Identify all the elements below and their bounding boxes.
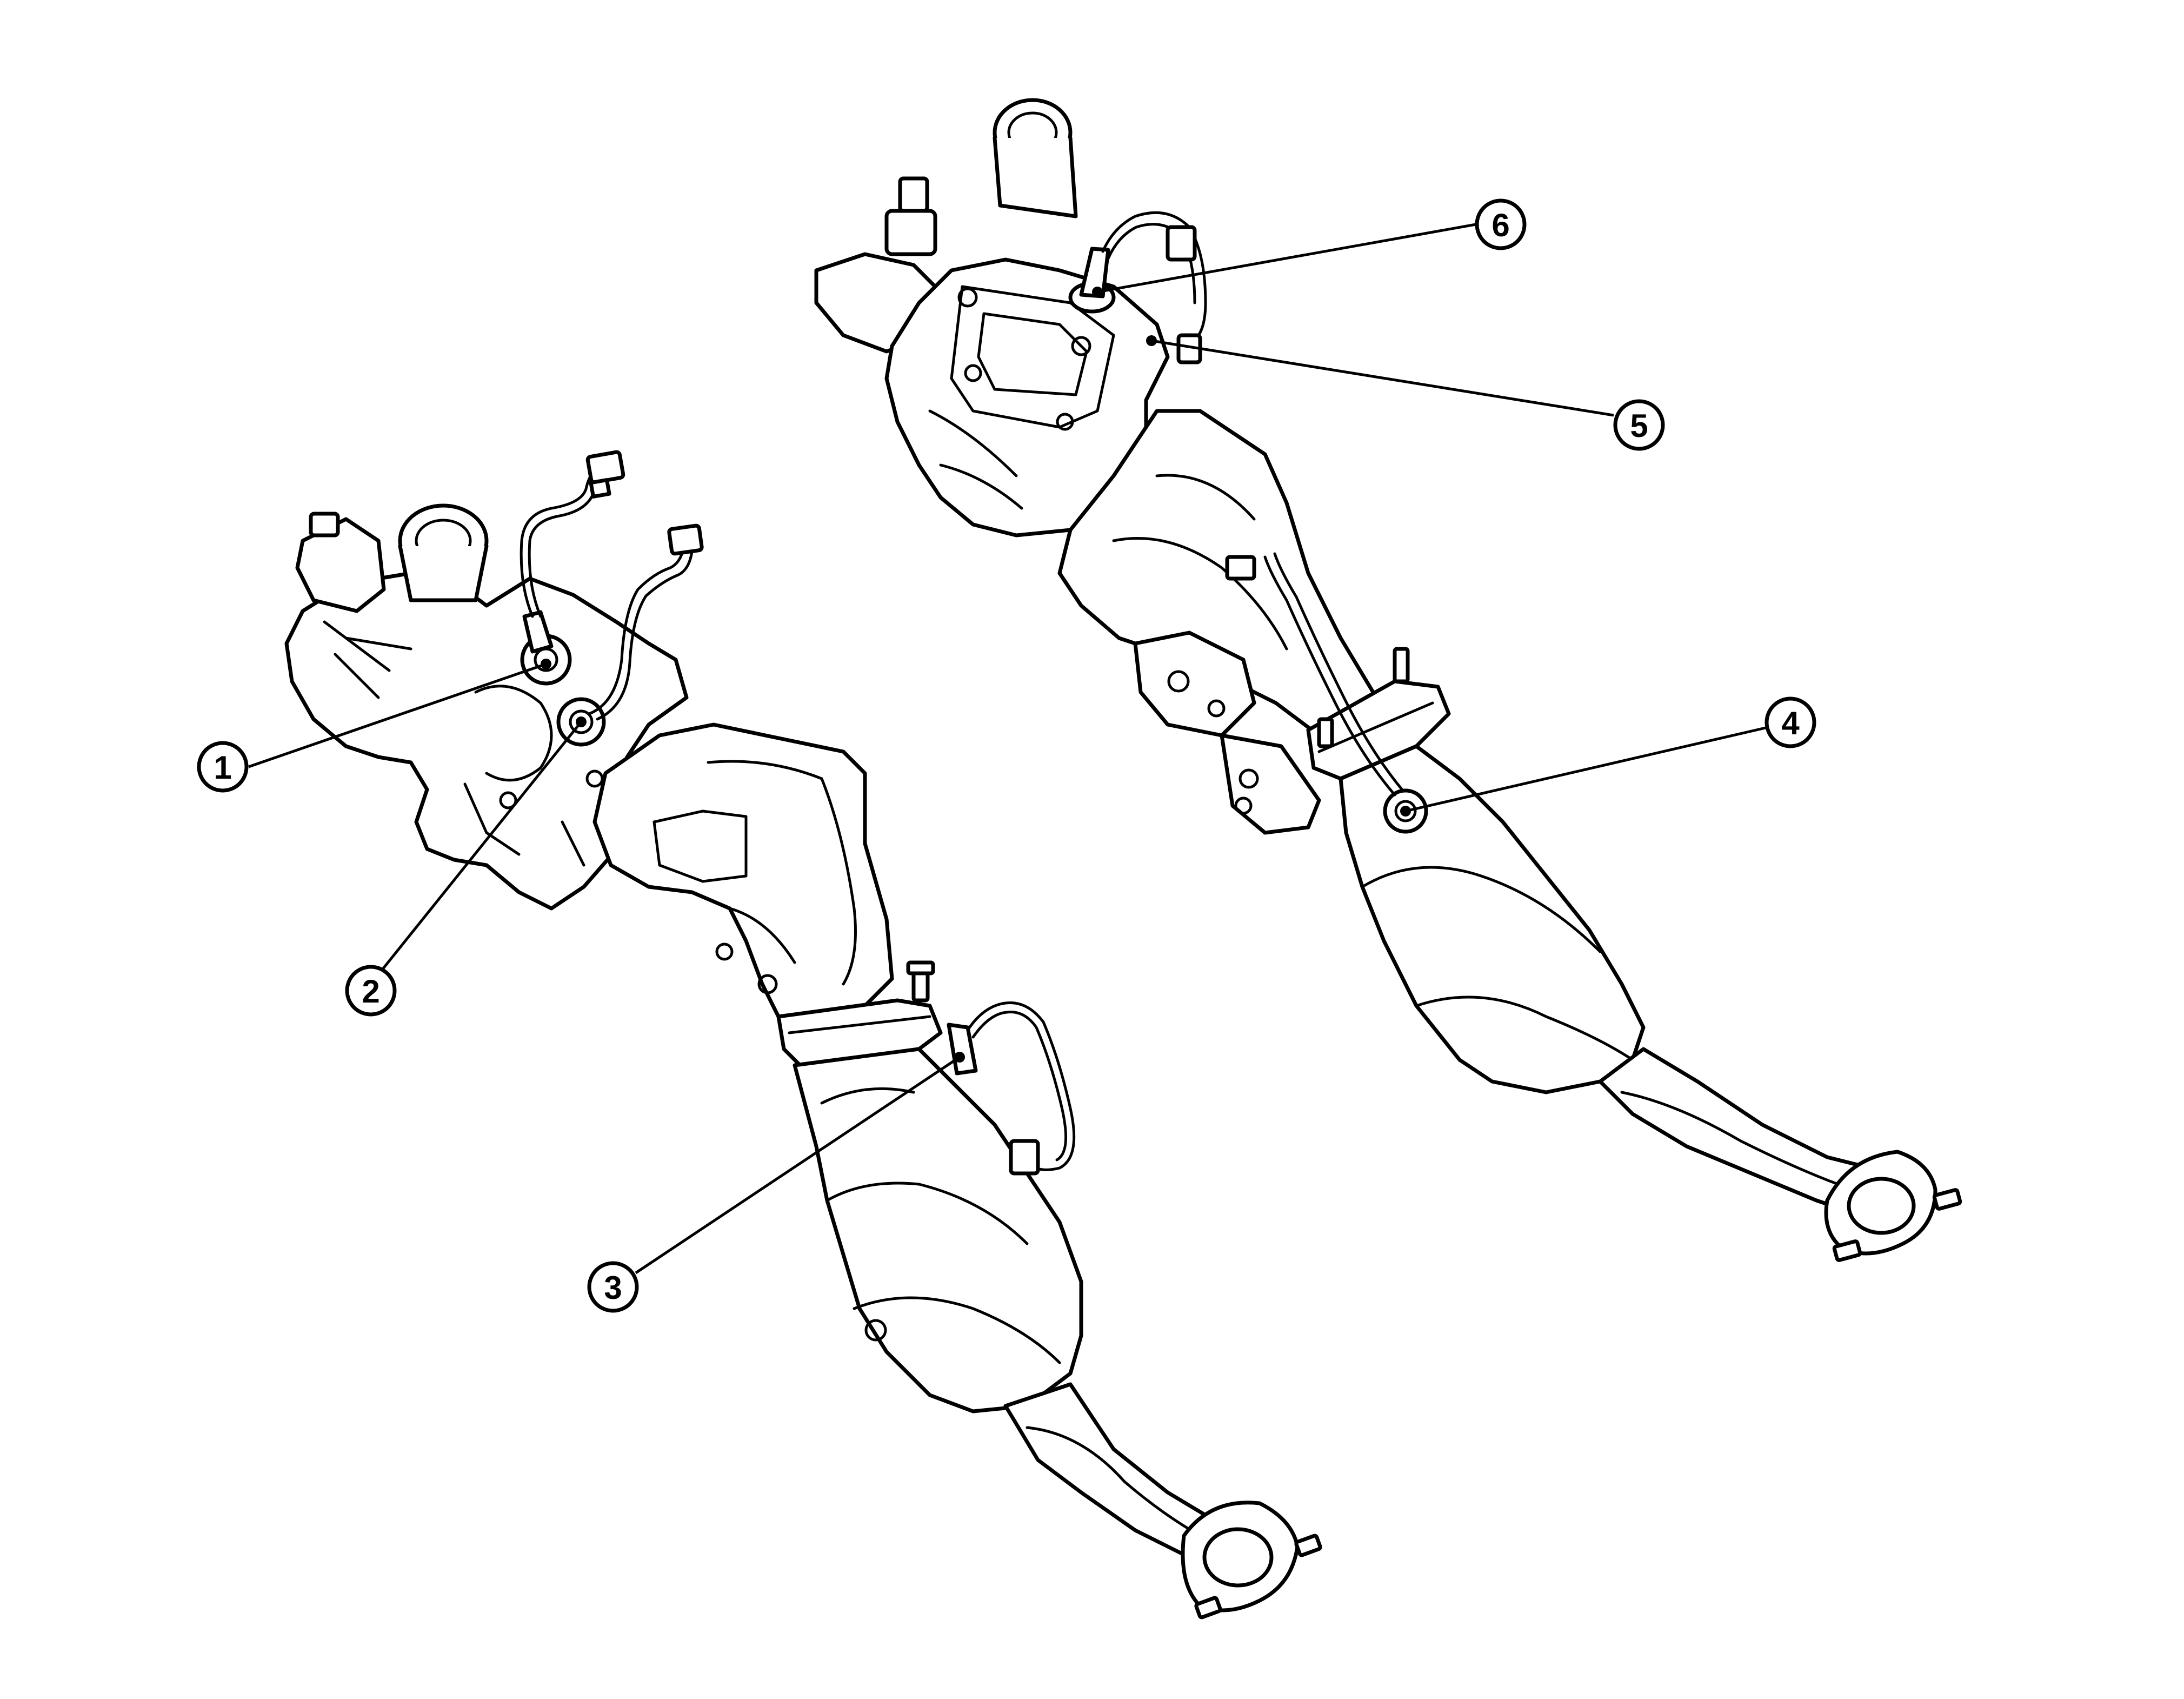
callout-2: 2 xyxy=(345,965,397,1017)
callout-6: 6 xyxy=(1475,198,1527,250)
callout-leaders xyxy=(248,223,1766,1275)
callout-4: 4 xyxy=(1764,696,1816,748)
right-sensor-4-harness xyxy=(1263,555,1396,797)
callout-4-label: 4 xyxy=(1781,705,1800,741)
left-sensor-3-harness xyxy=(966,1001,1076,1171)
left-sensor-3-body xyxy=(947,1023,978,1076)
left-sensor-2-connector xyxy=(667,523,704,556)
left-mid-flange xyxy=(776,998,943,1067)
callout-5-label: 5 xyxy=(1630,408,1648,444)
left-sensor-2-harness xyxy=(588,545,685,715)
leader-line-1 xyxy=(248,662,547,768)
callout-6-label: 6 xyxy=(1491,207,1509,243)
left-sensor-3-connector xyxy=(1009,1139,1040,1176)
leader-line-2 xyxy=(382,721,582,970)
leader-line-5 xyxy=(1151,339,1614,417)
callout-2-label: 2 xyxy=(362,973,379,1010)
left-actuator xyxy=(295,517,386,613)
leader-line-3 xyxy=(635,1056,961,1275)
left-exhaust-assembly xyxy=(284,450,1322,1620)
left-sensor-1-connector xyxy=(585,450,625,485)
leader-line-4 xyxy=(1405,726,1766,813)
callout-5: 5 xyxy=(1613,399,1665,451)
callout-1: 1 xyxy=(197,741,249,793)
callout-1-label: 1 xyxy=(214,749,231,786)
right-sensor-6-connector xyxy=(1166,225,1197,262)
callout-3: 3 xyxy=(587,1261,639,1313)
leader-line-6 xyxy=(1097,223,1476,294)
callout-3-label: 3 xyxy=(604,1270,622,1306)
left-downstream-converter xyxy=(793,1047,1083,1413)
right-tail-pipe xyxy=(1598,1047,1873,1213)
callouts: 1 2 3 4 5 6 xyxy=(197,198,1816,1313)
left-sensor-1-harness xyxy=(520,469,596,618)
right-exhaust-assembly xyxy=(814,98,1962,1262)
